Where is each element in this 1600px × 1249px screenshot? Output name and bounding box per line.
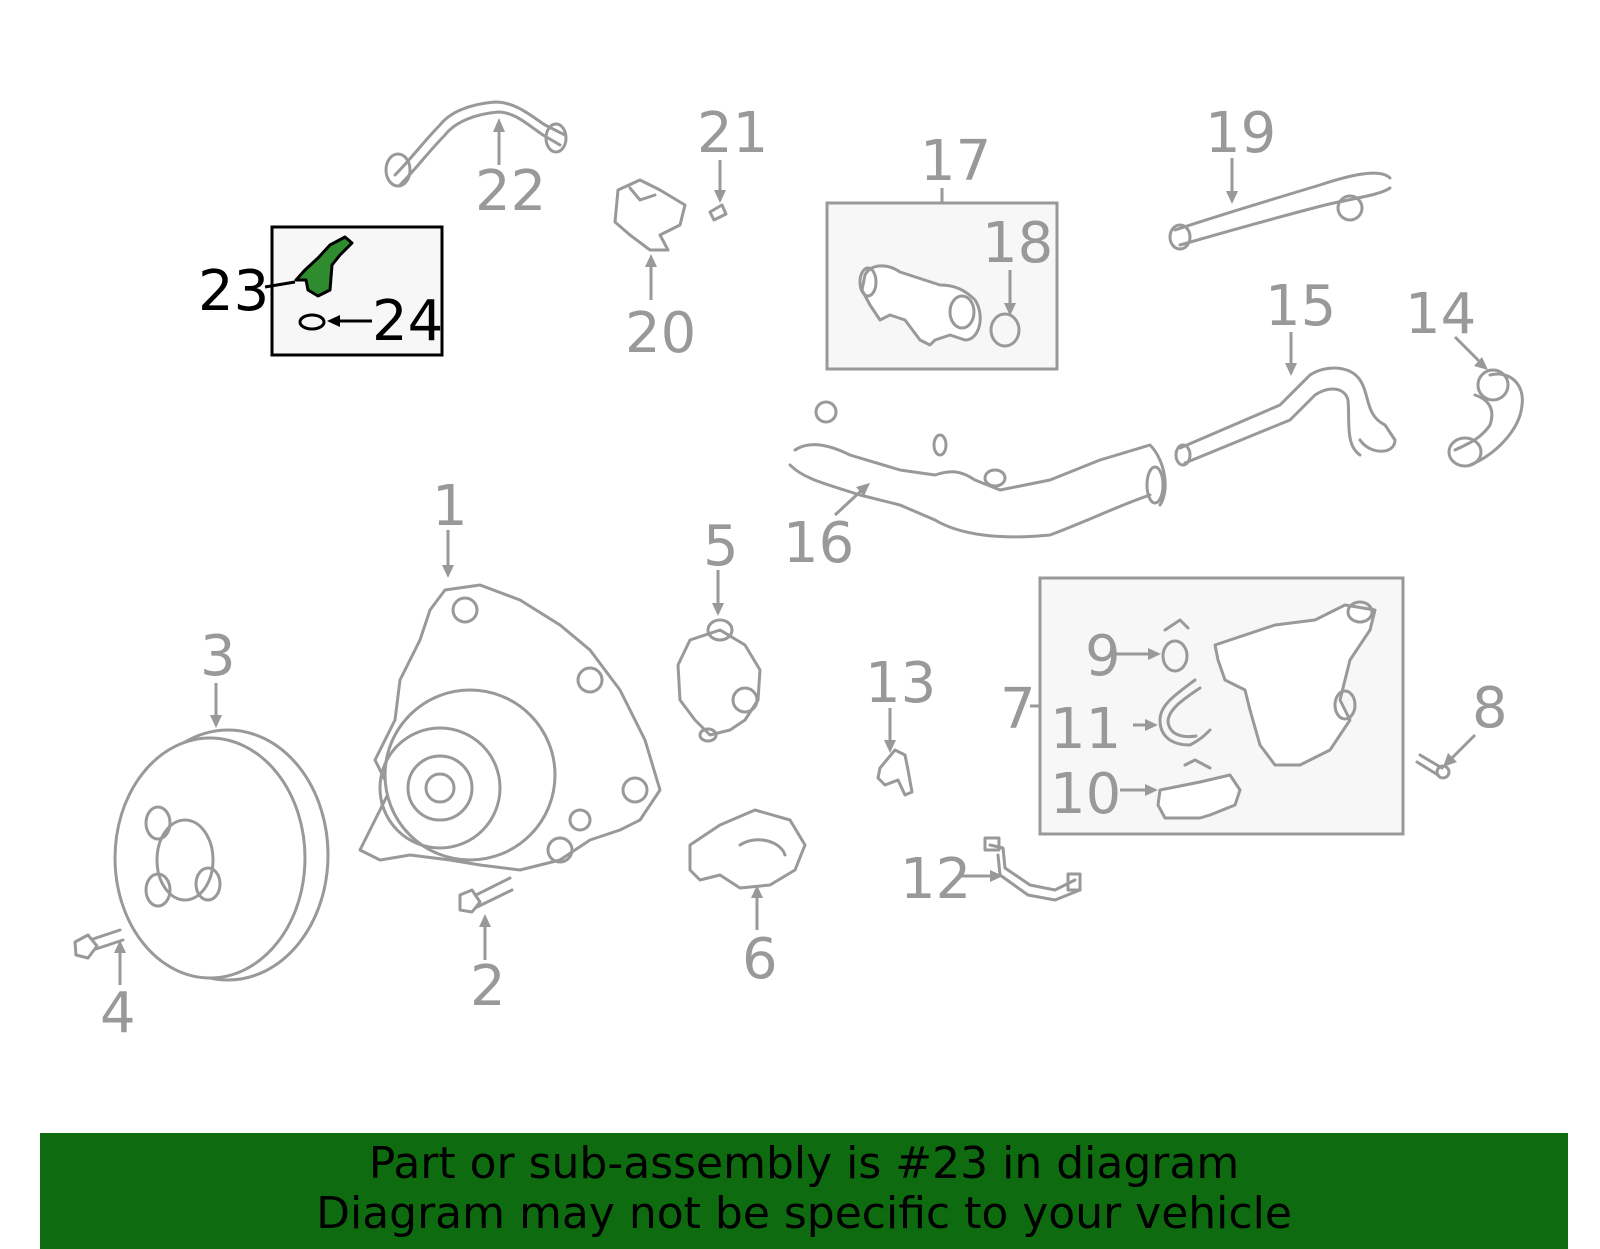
callout-15[interactable]: 15 xyxy=(1265,274,1336,339)
banner-line-1: Part or sub-assembly is #23 in diagram xyxy=(368,1138,1240,1189)
leader-8 xyxy=(1448,733,1477,762)
callout-3[interactable]: 3 xyxy=(200,624,236,689)
part-9-clip[interactable] xyxy=(1161,618,1190,673)
part-20-bracket[interactable] xyxy=(613,178,687,252)
callout-19[interactable]: 19 xyxy=(1205,101,1276,166)
arrow-4 xyxy=(114,940,126,953)
callout-16[interactable]: 16 xyxy=(783,511,854,576)
arrow-21 xyxy=(714,190,726,203)
callout-4[interactable]: 4 xyxy=(100,981,136,1046)
callout-18[interactable]: 18 xyxy=(982,211,1053,276)
part-14-elbow-hose[interactable] xyxy=(1447,368,1524,468)
banner-line-2: Diagram may not be specific to your vehi… xyxy=(316,1188,1292,1239)
arrow-9 xyxy=(1148,648,1161,660)
callout-10[interactable]: 10 xyxy=(1050,762,1121,827)
part-15-pipe[interactable] xyxy=(1174,366,1397,467)
callout-24[interactable]: 24 xyxy=(372,289,443,354)
part-19-hose[interactable] xyxy=(1168,171,1392,251)
part-10-sensor[interactable] xyxy=(1156,758,1242,820)
part-11-retainer[interactable] xyxy=(1158,678,1212,747)
part-12-tube[interactable] xyxy=(983,836,1082,902)
highlight-box-23-24 xyxy=(270,225,444,357)
arrow-1 xyxy=(442,565,454,578)
arrow-24 xyxy=(327,315,340,327)
arrow-18 xyxy=(1004,303,1016,316)
arrow-2 xyxy=(479,914,491,927)
arrow-22 xyxy=(493,118,505,132)
arrow-14 xyxy=(1474,357,1488,370)
callout-14[interactable]: 14 xyxy=(1405,282,1476,347)
part-21-bolt[interactable] xyxy=(708,203,728,222)
callout-11[interactable]: 11 xyxy=(1050,697,1121,762)
arrow-16 xyxy=(856,483,870,496)
leader-14 xyxy=(1453,335,1482,364)
part-24-o-ring[interactable] xyxy=(298,313,326,331)
callout-22[interactable]: 22 xyxy=(475,159,546,224)
callout-17[interactable]: 17 xyxy=(920,129,991,194)
arrow-19 xyxy=(1226,191,1238,204)
arrow-3 xyxy=(210,715,222,728)
callout-13[interactable]: 13 xyxy=(865,651,936,716)
callout-5[interactable]: 5 xyxy=(703,514,739,579)
part-7-thermostat-housing[interactable] xyxy=(1213,600,1377,767)
info-banner: Part or sub-assembly is #23 in diagram D… xyxy=(40,1133,1568,1249)
part-16-pipe[interactable] xyxy=(788,400,1167,539)
part-17-outlet-housing[interactable] xyxy=(858,264,982,347)
callout-20[interactable]: 20 xyxy=(625,301,696,366)
arrow-5 xyxy=(712,603,724,616)
callout-1[interactable]: 1 xyxy=(432,474,468,539)
part-6-shield[interactable] xyxy=(688,808,807,890)
callout-12[interactable]: 12 xyxy=(900,847,971,912)
callout-2[interactable]: 2 xyxy=(470,954,506,1019)
part-3-pulley[interactable] xyxy=(113,728,330,982)
callout-21[interactable]: 21 xyxy=(697,101,768,166)
part-22-hose[interactable] xyxy=(384,100,568,188)
callout-9[interactable]: 9 xyxy=(1085,624,1121,689)
part-2-bolt[interactable] xyxy=(458,876,514,914)
part-8-bolt[interactable] xyxy=(1415,753,1451,780)
arrow-13 xyxy=(884,740,896,753)
arrow-10 xyxy=(1145,784,1158,796)
arrow-20 xyxy=(645,254,657,267)
callout-23[interactable]: 23 xyxy=(198,259,269,324)
arrow-12 xyxy=(990,870,1003,882)
leader-23 xyxy=(264,280,296,289)
part-13-clip[interactable] xyxy=(876,748,914,797)
leader-16 xyxy=(833,488,864,517)
part-23-fitting-highlighted[interactable] xyxy=(294,235,354,298)
arrow-11 xyxy=(1145,719,1158,731)
callout-6[interactable]: 6 xyxy=(742,927,778,992)
callout-8[interactable]: 8 xyxy=(1472,676,1508,741)
arrow-8 xyxy=(1443,753,1457,767)
part-4-bolt[interactable] xyxy=(73,928,125,960)
part-1-water-pump[interactable] xyxy=(358,583,662,872)
part-5-auxiliary-pump[interactable] xyxy=(676,618,762,743)
callout-7[interactable]: 7 xyxy=(1000,677,1036,742)
arrow-15 xyxy=(1285,363,1297,376)
arrow-6 xyxy=(751,885,763,898)
part-18-o-ring[interactable] xyxy=(989,312,1021,348)
